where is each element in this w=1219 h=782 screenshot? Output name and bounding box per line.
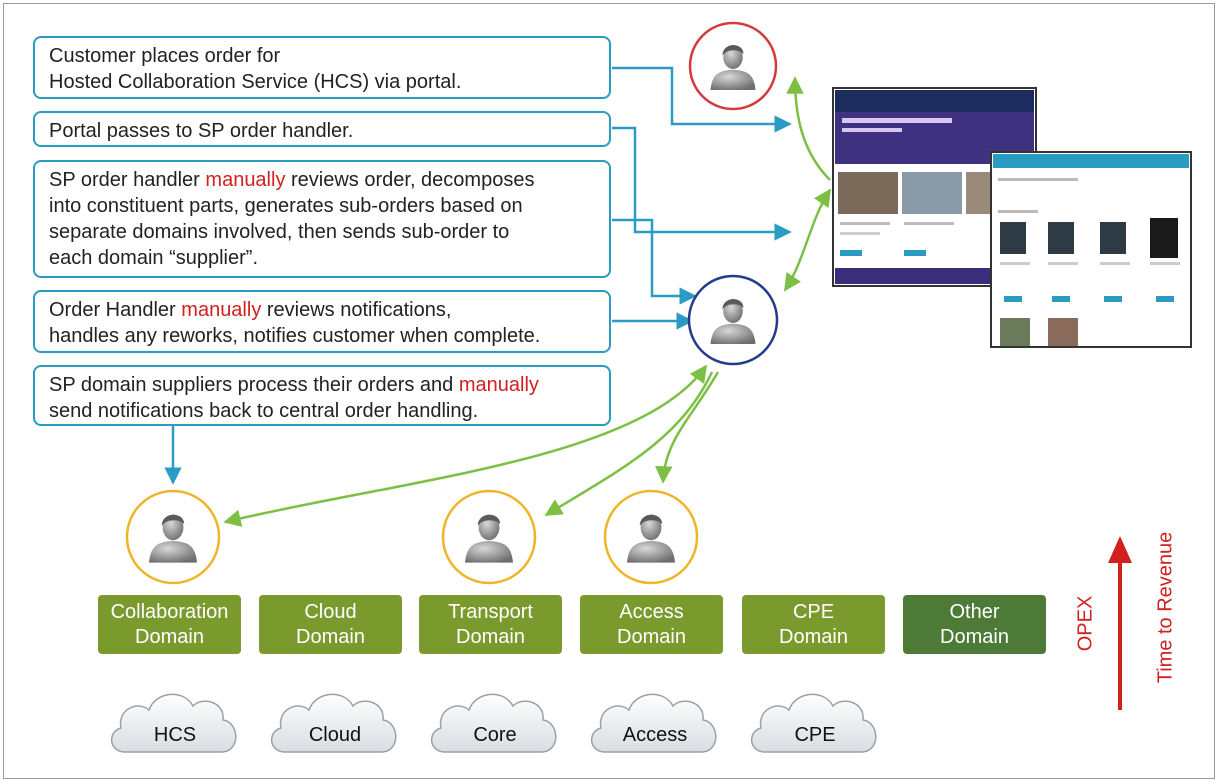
arrow-handler-collab [223,364,708,527]
step-order-handler-review: SP order handler manually reviews order,… [33,160,611,278]
step-text: reviews order, decomposes [285,169,535,191]
domain-label-1: CPE [792,600,835,623]
domain-label-1: Collaboration [110,600,229,623]
step-text: Customer places order for [49,45,281,67]
supplier-avatar-access [603,489,699,585]
time-to-revenue-arrowhead [1108,536,1132,563]
step-line: Portal passes to SP order handler. [49,118,595,144]
step-line: each domain “supplier”. [49,245,595,271]
domain-other: Other Domain [903,595,1046,654]
step-line: separate domains involved, then sends su… [49,219,595,245]
highlight-word: manually [205,169,286,191]
cloud-label-access: Access [622,724,688,746]
step-portal-pass: Portal passes to SP order handler. [33,111,611,147]
cloud-label-cloud: Cloud [308,724,362,746]
step-text: Order Handler [49,299,182,321]
domain-collaboration: Collaboration Domain [98,595,241,654]
arrow-portal-handler [783,188,832,292]
step-text: each domain “supplier”. [49,247,258,269]
domain-label-1: Access [619,600,684,623]
domain-label-2: Domain [617,625,686,648]
step-line: handles any reworks, notifies customer w… [49,323,595,349]
domain-label-2: Domain [135,625,204,648]
step-line: Hosted Collaboration Service (HCS) via p… [49,69,595,95]
arrow-handler-to-order-handler [612,218,697,305]
step-text: SP order handler [49,169,206,191]
domain-label-2: Domain [456,625,525,648]
domain-cloud: Cloud Domain [259,595,402,654]
step-text: separate domains involved, then sends su… [49,221,510,243]
step-text: Portal passes to SP order handler. [49,120,354,142]
arrow-handler-access [655,371,720,484]
cloud-label-hcs: HCS [153,724,197,746]
arrow-portal-customer [786,76,831,181]
supplier-avatar-collaboration [125,489,221,585]
cloud-label-core: Core [473,724,517,746]
arrow-portal-to-handler-link [612,126,792,241]
arrow-handler-transport [544,371,714,517]
step-text: reviews notifications, [261,299,452,321]
step-line: Customer places order for [49,43,595,69]
domain-access: Access Domain [580,595,723,654]
cloud-label-cpe: CPE [794,724,836,746]
order-handler-avatar [687,274,779,366]
step-text: into constituent parts, generates sub-or… [49,195,523,217]
step-text: handles any reworks, notifies customer w… [49,325,541,347]
supplier-avatar-transport [441,489,537,585]
portal-screenshot-front [990,151,1192,348]
domain-label-1: Cloud [304,600,357,623]
diagram-frame [3,3,1215,779]
domain-label-1: Other [949,600,1000,623]
step-line: Order Handler manually reviews notificat… [49,297,595,323]
domain-label-1: Transport [448,600,533,623]
domain-label-2: Domain [779,625,848,648]
customer-avatar [688,21,778,111]
highlight-word: manually [181,299,262,321]
opex-label: OPEX [1074,595,1097,652]
step-text: Hosted Collaboration Service (HCS) via p… [49,71,462,93]
time-to-revenue-label: Time to Revenue [1154,531,1177,684]
step-notification-review: Order Handler manually reviews notificat… [33,290,611,353]
domain-label-2: Domain [296,625,365,648]
step-line: into constituent parts, generates sub-or… [49,193,595,219]
arrow-customer-to-portal [612,66,792,133]
step-line: SP order handler manually reviews order,… [49,167,595,193]
domain-cpe: CPE Domain [742,595,885,654]
domain-label-2: Domain [940,625,1009,648]
domain-transport: Transport Domain [419,595,562,654]
